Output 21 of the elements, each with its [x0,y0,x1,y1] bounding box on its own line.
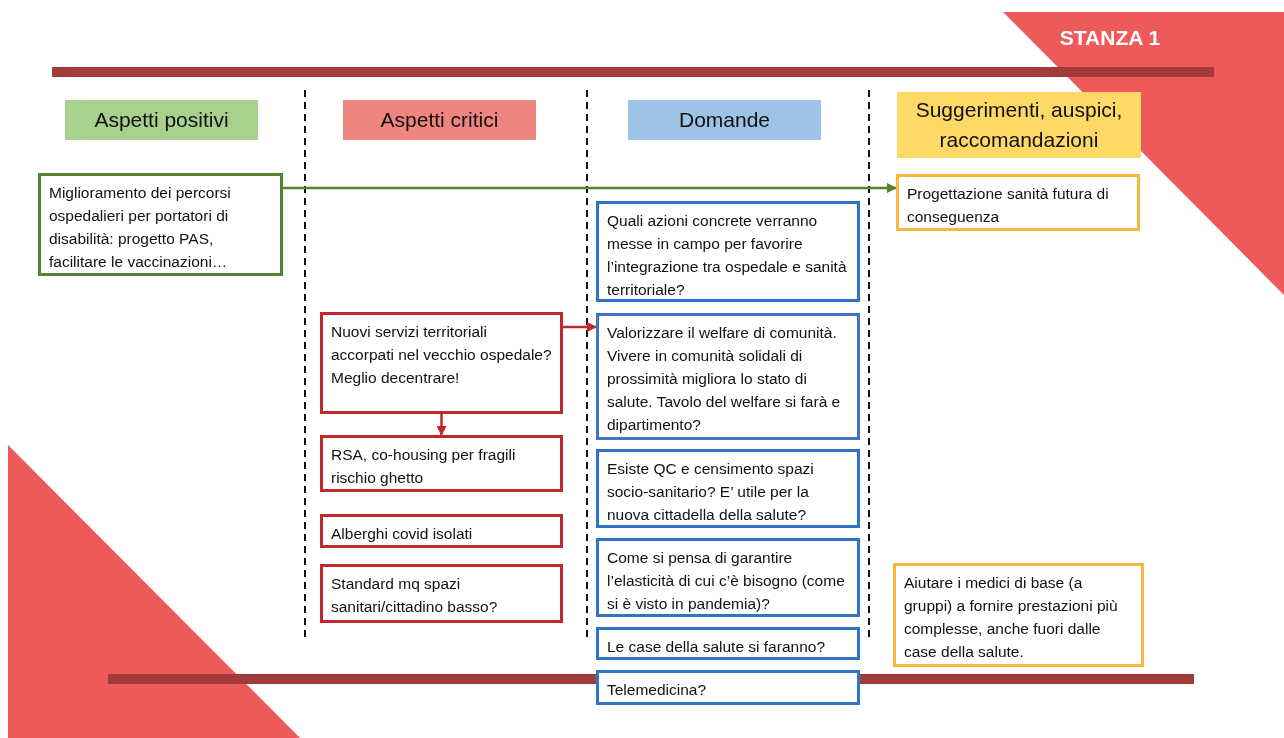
note-box: Valorizzare il welfare di comunità. Vivere in comunità solidali di prossimità migliora lo stato di salute. Tavolo del welfare si farà e dipartimento? [596,313,860,440]
column-header: Aspetti critici [343,100,536,140]
note-box: Miglioramento dei percorsi ospedalieri per portatori di disabilità: progetto PAS, facilitare le vaccinazioni… [38,173,283,276]
slide-title: STANZA 1 [1058,26,1162,50]
note-box: Telemedicina? [596,670,860,705]
note-box: Come si pensa di garantire l’elasticità di cui c’è bisogno (come si è visto in pandemia)? [596,538,860,617]
column-header: Aspetti positivi [65,100,258,140]
note-box: Progettazione sanità futura di conseguenza [896,174,1140,231]
arrow [283,183,897,193]
arrow [436,414,447,436]
note-box: Aiutare i medici di base (a gruppi) a fornire prestazioni più complesse, anche fuori dalle case della salute. [893,563,1144,667]
arrow [563,322,597,332]
note-box: Alberghi covid isolati [320,514,563,548]
note-box: Quali azioni concrete verranno messe in campo per favorire l’integrazione tra ospedale e sanità territoriale? [596,201,860,302]
column-header: Domande [628,100,821,140]
note-box: Standard mq spazi sanitari/cittadino basso? [320,564,563,623]
note-box: RSA, co-housing per fragili rischio ghetto [320,435,563,492]
note-box: Esiste QC e censimento spazi socio-sanitario? E’ utile per la nuova cittadella della salute? [596,449,860,528]
note-box: Le case della salute si faranno? [596,627,860,660]
note-box: Nuovi servizi territoriali accorpati nel vecchio ospedale? Meglio decentrare! [320,312,563,414]
column-header: Suggerimenti, auspici, raccomandazioni [897,92,1141,158]
